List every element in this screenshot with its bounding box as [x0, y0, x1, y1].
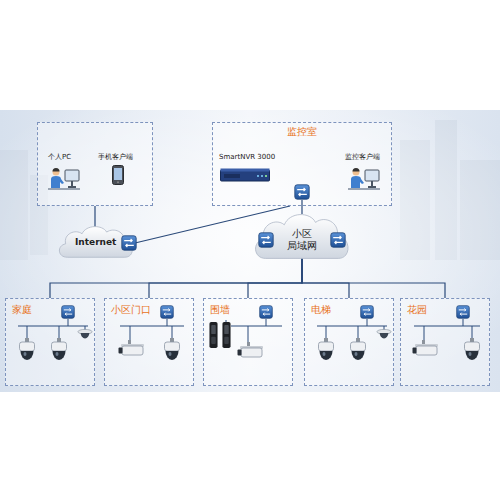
- device-label: 手机客户端: [98, 153, 133, 161]
- camera-zone: 电梯: [304, 298, 394, 386]
- network-link: [248, 258, 302, 298]
- network-cloud: 小区 局域网: [250, 208, 354, 268]
- network-link: [301, 206, 302, 214]
- camera-zone: 围墙: [203, 298, 293, 386]
- device-label: SmartNVR 3000: [219, 153, 275, 161]
- background-glow: [0, 110, 500, 392]
- zone-label: 电梯: [311, 304, 331, 316]
- network-link: [302, 258, 445, 298]
- room-heading: 监控室: [213, 126, 391, 138]
- client-zone: 个人PC 手机客户端: [37, 122, 153, 206]
- camera-zone: 小区门口: [104, 298, 194, 386]
- monitor-room: 监控室 SmartNVR 3000 监控客户端: [212, 122, 392, 206]
- network-link: [149, 258, 302, 298]
- cloud-label: Internet: [75, 237, 116, 247]
- cloud-outline: [59, 227, 132, 258]
- device-label: 个人PC: [48, 153, 71, 161]
- zone-label: 家庭: [12, 304, 32, 316]
- camera-zone: 家庭: [5, 298, 95, 386]
- cloud-label: 小区 局域网: [282, 228, 322, 251]
- device-label: 监控客户端: [345, 153, 380, 161]
- network-link: [50, 258, 302, 298]
- network-cloud: Internet: [55, 222, 137, 264]
- camera-zone: 花园: [400, 298, 490, 386]
- zone-label: 花园: [407, 304, 427, 316]
- network-link: [302, 258, 349, 298]
- cloud-outline: [256, 215, 348, 259]
- background-band: [0, 110, 500, 392]
- zone-label: 小区门口: [111, 304, 151, 316]
- zone-label: 围墙: [210, 304, 230, 316]
- network-link: [94, 206, 95, 228]
